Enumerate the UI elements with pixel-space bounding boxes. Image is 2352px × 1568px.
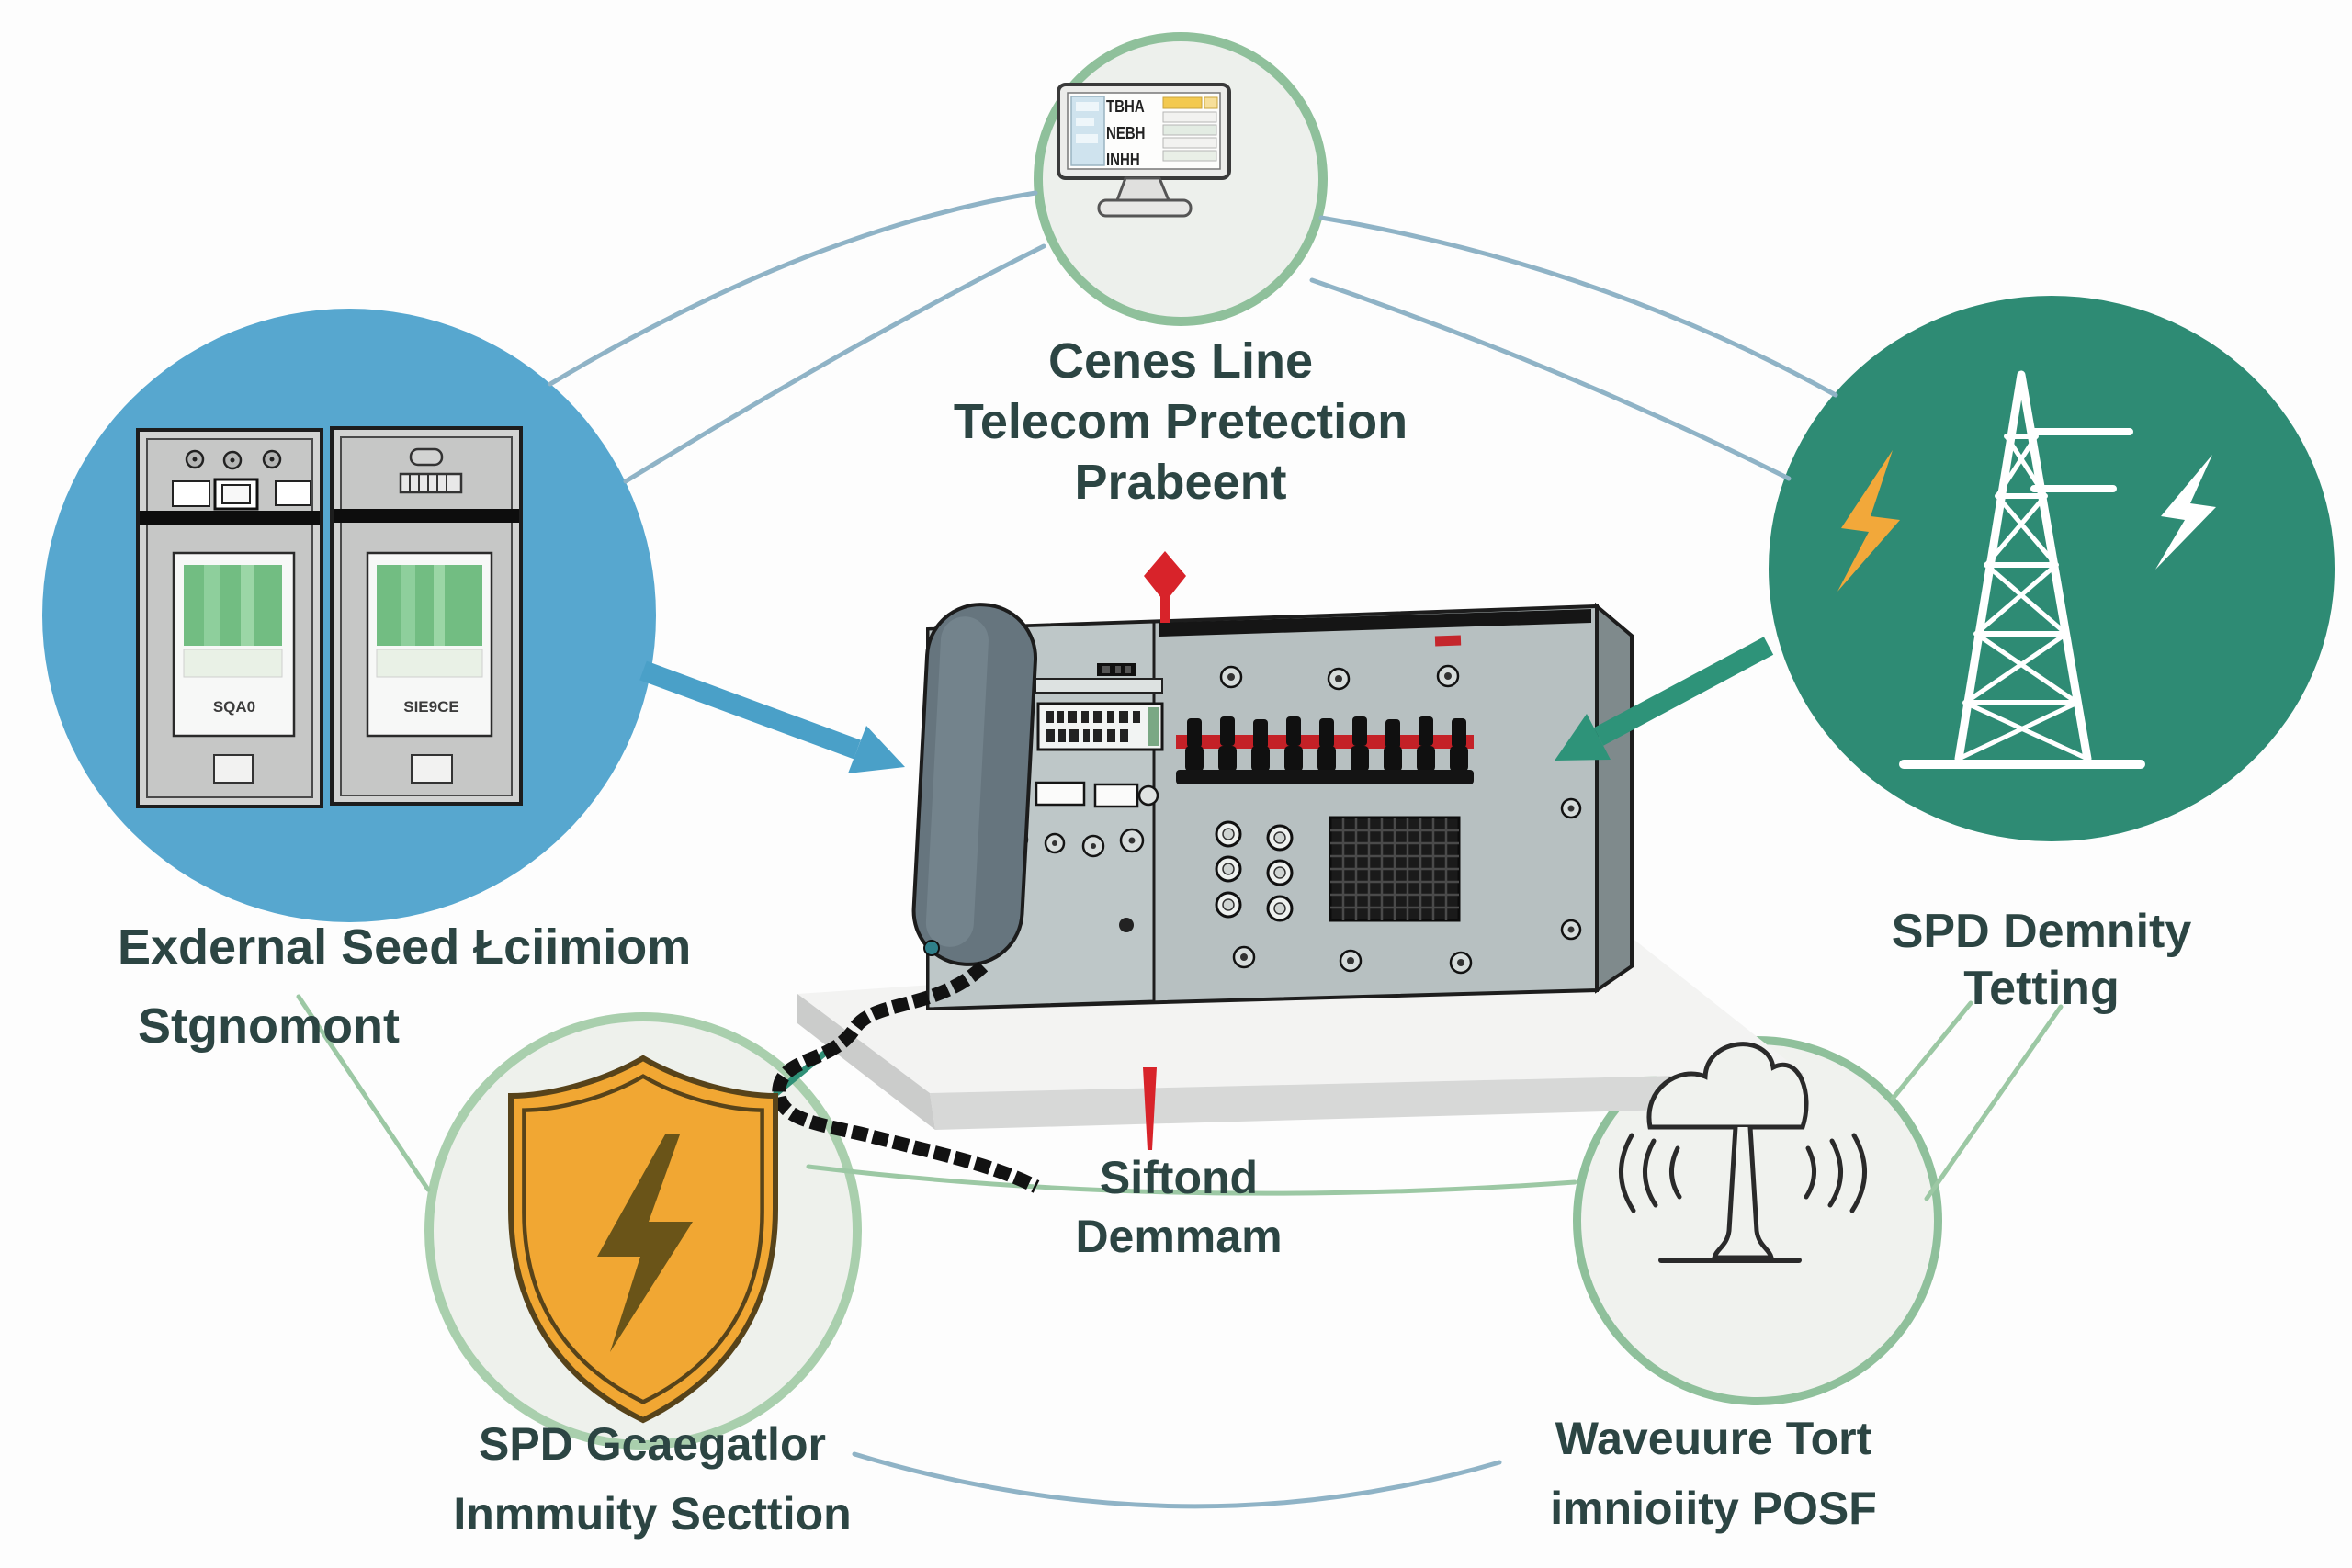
device-red-mark xyxy=(1434,635,1462,647)
right-node-label: SPD Demnity Tetting xyxy=(1766,903,2317,1017)
bl-label-line1: SPD Gcaegatlor xyxy=(479,1418,826,1470)
connector-blue-right-2 xyxy=(1309,277,1792,481)
connector-blue-right-1 xyxy=(1318,215,1838,398)
speaker-grille xyxy=(1329,816,1461,922)
device-top-band xyxy=(1159,609,1591,637)
monitor-icon xyxy=(1057,83,1231,218)
device-screw-slots xyxy=(1227,672,1575,966)
connector-blue-left-1 xyxy=(548,190,1038,387)
emp-waves-right xyxy=(1804,1133,1867,1213)
top-label-line2: Telecom Pretection xyxy=(953,394,1408,449)
small-knob-right xyxy=(1137,784,1159,807)
shield-icon xyxy=(508,1055,778,1424)
br-label-line2: imnioiity POSF xyxy=(1550,1483,1877,1534)
blue-arrow xyxy=(639,660,905,773)
thin-bar xyxy=(1035,678,1163,694)
equipment-panels-icon xyxy=(136,426,523,808)
yellow-lightning-icon xyxy=(1838,450,1900,592)
white-lightning-icon xyxy=(2155,455,2216,570)
device-round-buttons xyxy=(1215,820,1294,922)
emp-cloud-icon xyxy=(1619,1042,1867,1263)
monitor-row-1: TBHA xyxy=(1106,96,1145,118)
connector-lines-green xyxy=(296,994,2064,1201)
telecom-protection-device xyxy=(911,602,1634,1011)
monitor-screen-rows: TBHA NEBH INHH xyxy=(1106,94,1163,174)
left-label-line2: Stgnomont xyxy=(138,998,400,1054)
main-display xyxy=(1036,702,1164,751)
bl-label-line2: Inmmuity Secttion xyxy=(453,1488,852,1540)
connector-lines-blue xyxy=(548,190,1838,1509)
top-label-line3: Prabeent xyxy=(1074,455,1287,510)
telephone-handset xyxy=(911,603,1038,966)
red-connector-bottom xyxy=(1143,1067,1157,1150)
emp-waves-left xyxy=(1619,1133,1682,1213)
connector-green-stgnomont xyxy=(296,994,431,1192)
panel-left-label: SQA0 xyxy=(212,698,256,716)
shield-bolt xyxy=(597,1134,693,1352)
teal-arrow xyxy=(1555,637,1774,761)
bottom-left-node-label: SPD Gcaegatlor Inmmuity Secttion xyxy=(331,1409,974,1549)
right-label-line1: SPD Demnity xyxy=(1891,905,2192,958)
terminal-posts xyxy=(1185,716,1468,772)
connector-green-tetting-2 xyxy=(1924,1004,2064,1201)
top-node-label: Cenes Line Telecom Pretection Prabeent xyxy=(859,331,1502,513)
device-side-face xyxy=(1595,602,1634,994)
display-glyphs xyxy=(1046,711,1140,742)
monitor-row-2: NEBH xyxy=(1106,123,1146,144)
platform-left-edge xyxy=(797,994,935,1130)
center-label-line2: Demmam xyxy=(1075,1211,1283,1262)
left-node-label: Exdernal Seed Łciimiom Stgnomont xyxy=(118,908,871,1066)
monitor-row-3: INHH xyxy=(1106,150,1140,171)
connector-green-horizontal xyxy=(806,1164,1577,1196)
terminal-rail xyxy=(1176,770,1474,784)
dark-dot xyxy=(1119,918,1134,932)
connector-blue-bottom-sag xyxy=(852,1451,1502,1509)
white-button-2 xyxy=(1093,783,1139,808)
connector-green-tetting-1 xyxy=(1890,1000,1973,1101)
panel-right-label: SIE9CE xyxy=(403,698,459,716)
terminal-row xyxy=(1176,716,1474,784)
left-label-line1: Exdernal Seed Łciimiom xyxy=(118,919,692,975)
center-label-line1: Siftond xyxy=(1099,1152,1259,1203)
handset-coiled-cord xyxy=(772,961,1040,1193)
br-label-line1: Waveuure Tort xyxy=(1555,1413,1872,1464)
top-label-line1: Cenes Line xyxy=(1047,333,1314,389)
red-connector-top xyxy=(1144,551,1186,623)
handset-jack xyxy=(923,940,940,956)
connector-blue-left-2 xyxy=(623,243,1046,484)
right-label-line2: Tetting xyxy=(1963,962,2120,1015)
transmission-tower-icon xyxy=(1899,370,2145,769)
white-button-1 xyxy=(1035,781,1086,807)
center-device-label: Siftond Demmam xyxy=(949,1148,1408,1266)
bottom-right-node-label: Waveuure Tort imnioiity POSF xyxy=(1392,1404,2035,1543)
display-green-strip xyxy=(1148,707,1159,746)
